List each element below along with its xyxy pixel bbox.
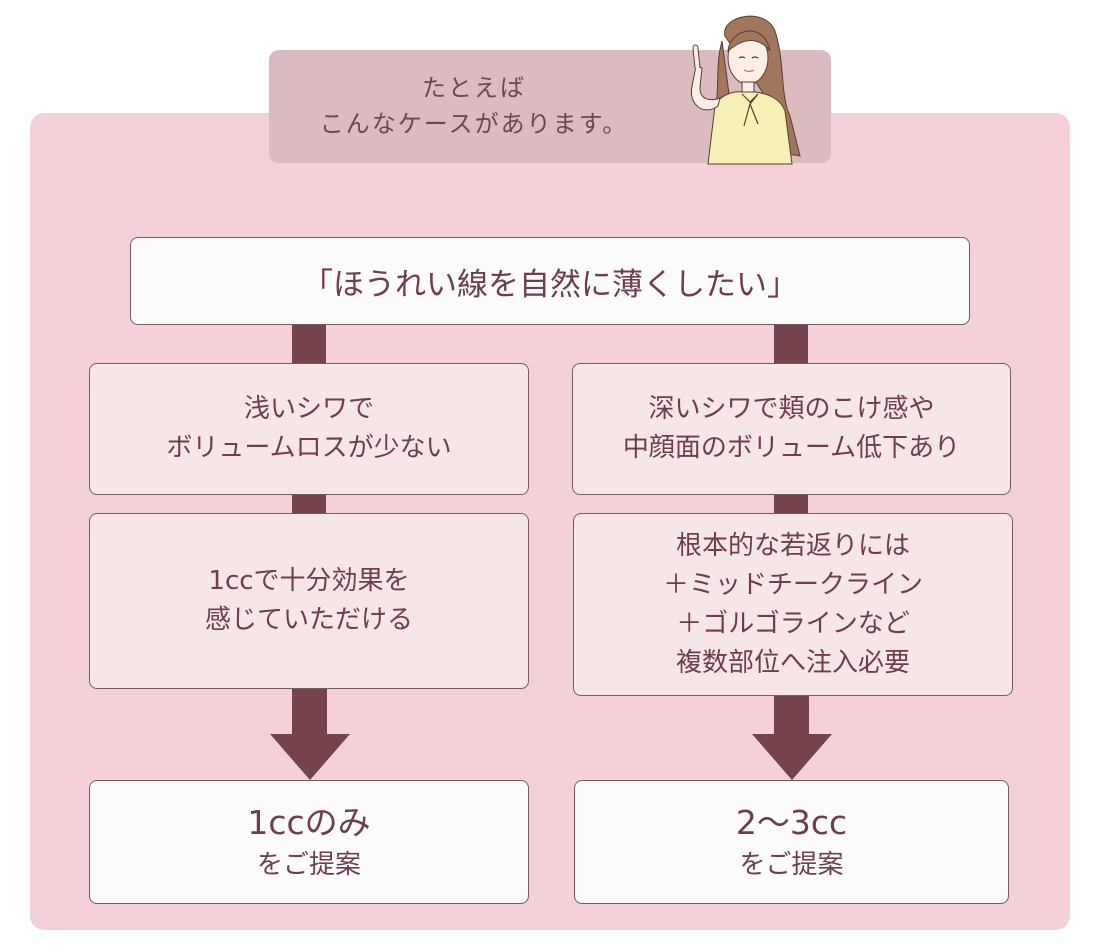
right-condition-line-1: 深いシワで頬のこけ感や bbox=[648, 394, 935, 424]
left-detail-line-2: 感じていただける bbox=[204, 605, 413, 635]
connector-top-left bbox=[292, 323, 326, 365]
left-condition-box: 浅いシワで ボリュームロスが少ない bbox=[89, 363, 529, 495]
intro-line-1: たとえば bbox=[422, 74, 526, 102]
right-condition-line-2: 中顔面のボリューム低下あり bbox=[622, 433, 961, 463]
right-result-box: 2〜3cc をご提案 bbox=[574, 780, 1009, 904]
arrow-down-left bbox=[270, 686, 350, 780]
intro-text: たとえば こんなケースがあります。 bbox=[269, 70, 679, 142]
intro-line-2: こんなケースがあります。 bbox=[319, 110, 629, 138]
connector-mid-left bbox=[292, 493, 326, 515]
connector-mid-right bbox=[774, 493, 808, 515]
left-detail-line-1: 1ccで十分効果を bbox=[208, 566, 410, 596]
right-detail-line-1: 根本的な若返りには bbox=[675, 530, 910, 561]
left-condition-line-1: 浅いシワで bbox=[243, 394, 374, 424]
connector-top-right bbox=[774, 323, 808, 365]
arrow-down-right bbox=[752, 694, 832, 780]
left-condition-line-2: ボリュームロスが少ない bbox=[166, 433, 452, 463]
right-detail-line-2: ＋ミッドチークライン bbox=[662, 569, 923, 600]
goal-text: 「ほうれい線を自然に薄くしたい」 bbox=[302, 266, 798, 303]
woman-pointing-illustration bbox=[690, 15, 801, 165]
left-result-suffix: をご提案 bbox=[256, 849, 361, 880]
right-detail-line-3: ＋ゴルゴラインなど bbox=[676, 608, 910, 639]
right-detail-line-4: 複数部位へ注入必要 bbox=[675, 647, 910, 678]
right-result-amount: 2〜3cc bbox=[735, 802, 848, 842]
right-detail-box: 根本的な若返りには ＋ミッドチークライン ＋ゴルゴラインなど 複数部位へ注入必要 bbox=[573, 513, 1013, 696]
right-condition-box: 深いシワで頬のこけ感や 中顔面のボリューム低下あり bbox=[572, 363, 1011, 495]
left-result-box: 1ccのみ をご提案 bbox=[89, 780, 529, 904]
goal-box: 「ほうれい線を自然に薄くしたい」 bbox=[130, 237, 970, 325]
right-result-suffix: をご提案 bbox=[739, 849, 844, 880]
left-result-amount: 1ccのみ bbox=[247, 802, 371, 842]
left-detail-box: 1ccで十分効果を 感じていただける bbox=[89, 513, 529, 689]
